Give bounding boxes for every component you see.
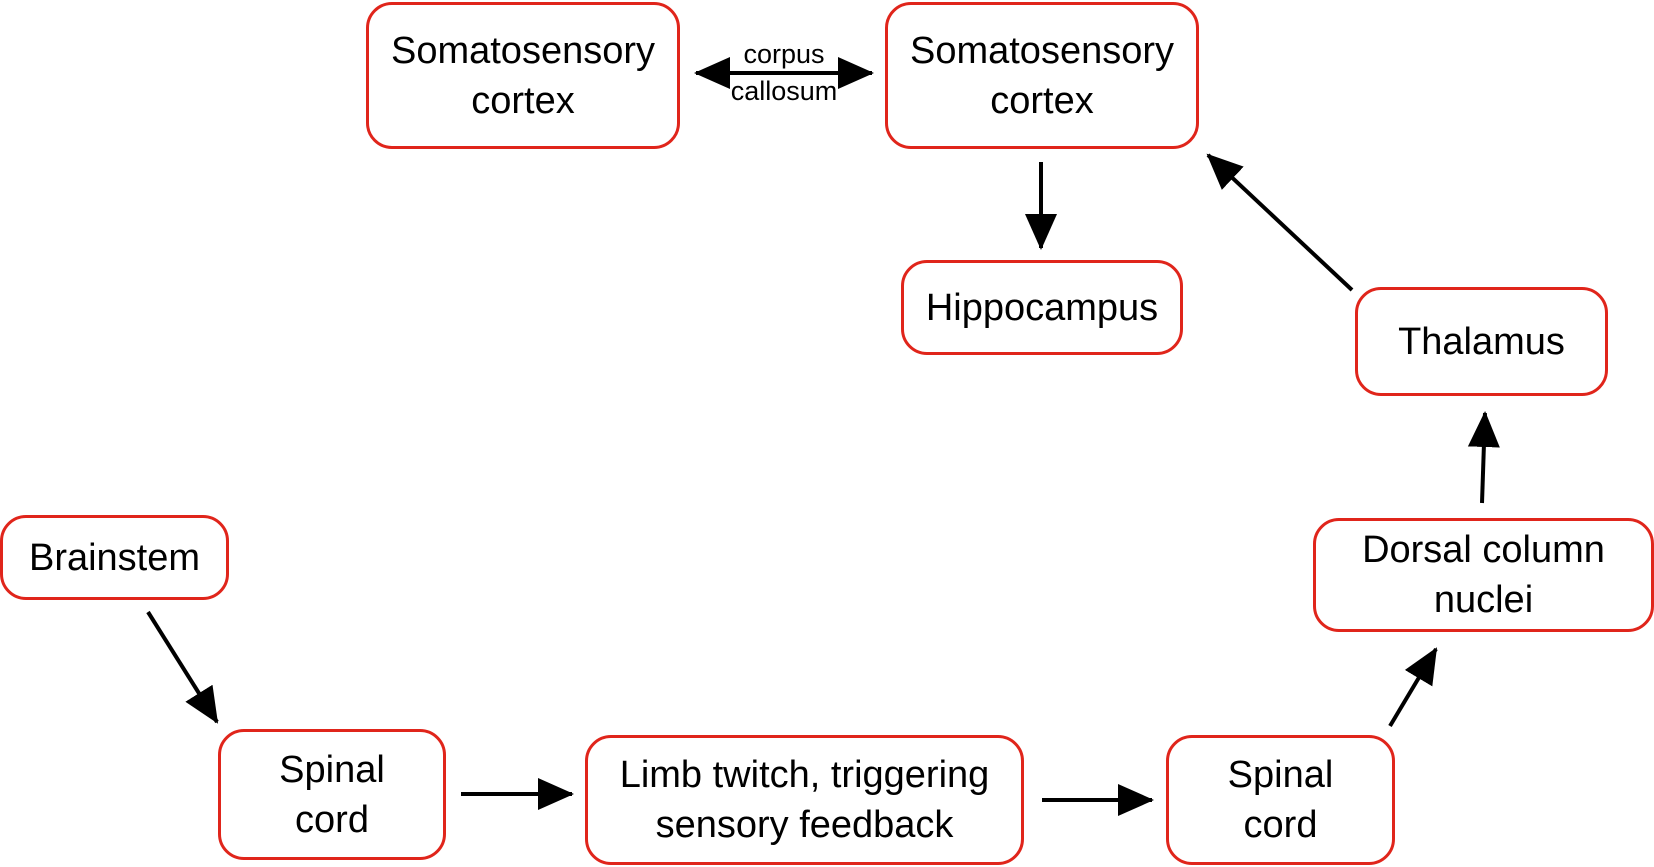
node-hippocampus: Hippocampus [901,260,1183,355]
node-spinal-cord-left: Spinal cord [218,729,446,860]
node-somatosensory-cortex-left: Somatosensory cortex [366,2,680,149]
node-somatosensory-cortex-right: Somatosensory cortex [885,2,1199,149]
node-brainstem: Brainstem [0,515,229,600]
arrow-dorsal-to-thalamus [1467,411,1500,504]
label-callosum: callosum [730,76,838,106]
node-limb-twitch: Limb twitch, triggering sensory feedback [585,735,1024,865]
arrow-spinal-to-dorsal [1388,647,1438,728]
node-dorsal-column-nuclei: Dorsal column nuclei [1313,518,1654,632]
arrow-brainstem-to-spinal [146,610,219,724]
node-thalamus: Thalamus [1355,287,1608,396]
label-corpus: corpus [743,39,825,69]
arrow-thalamus-to-cortex [1206,153,1354,292]
node-spinal-cord-right: Spinal cord [1166,735,1395,865]
